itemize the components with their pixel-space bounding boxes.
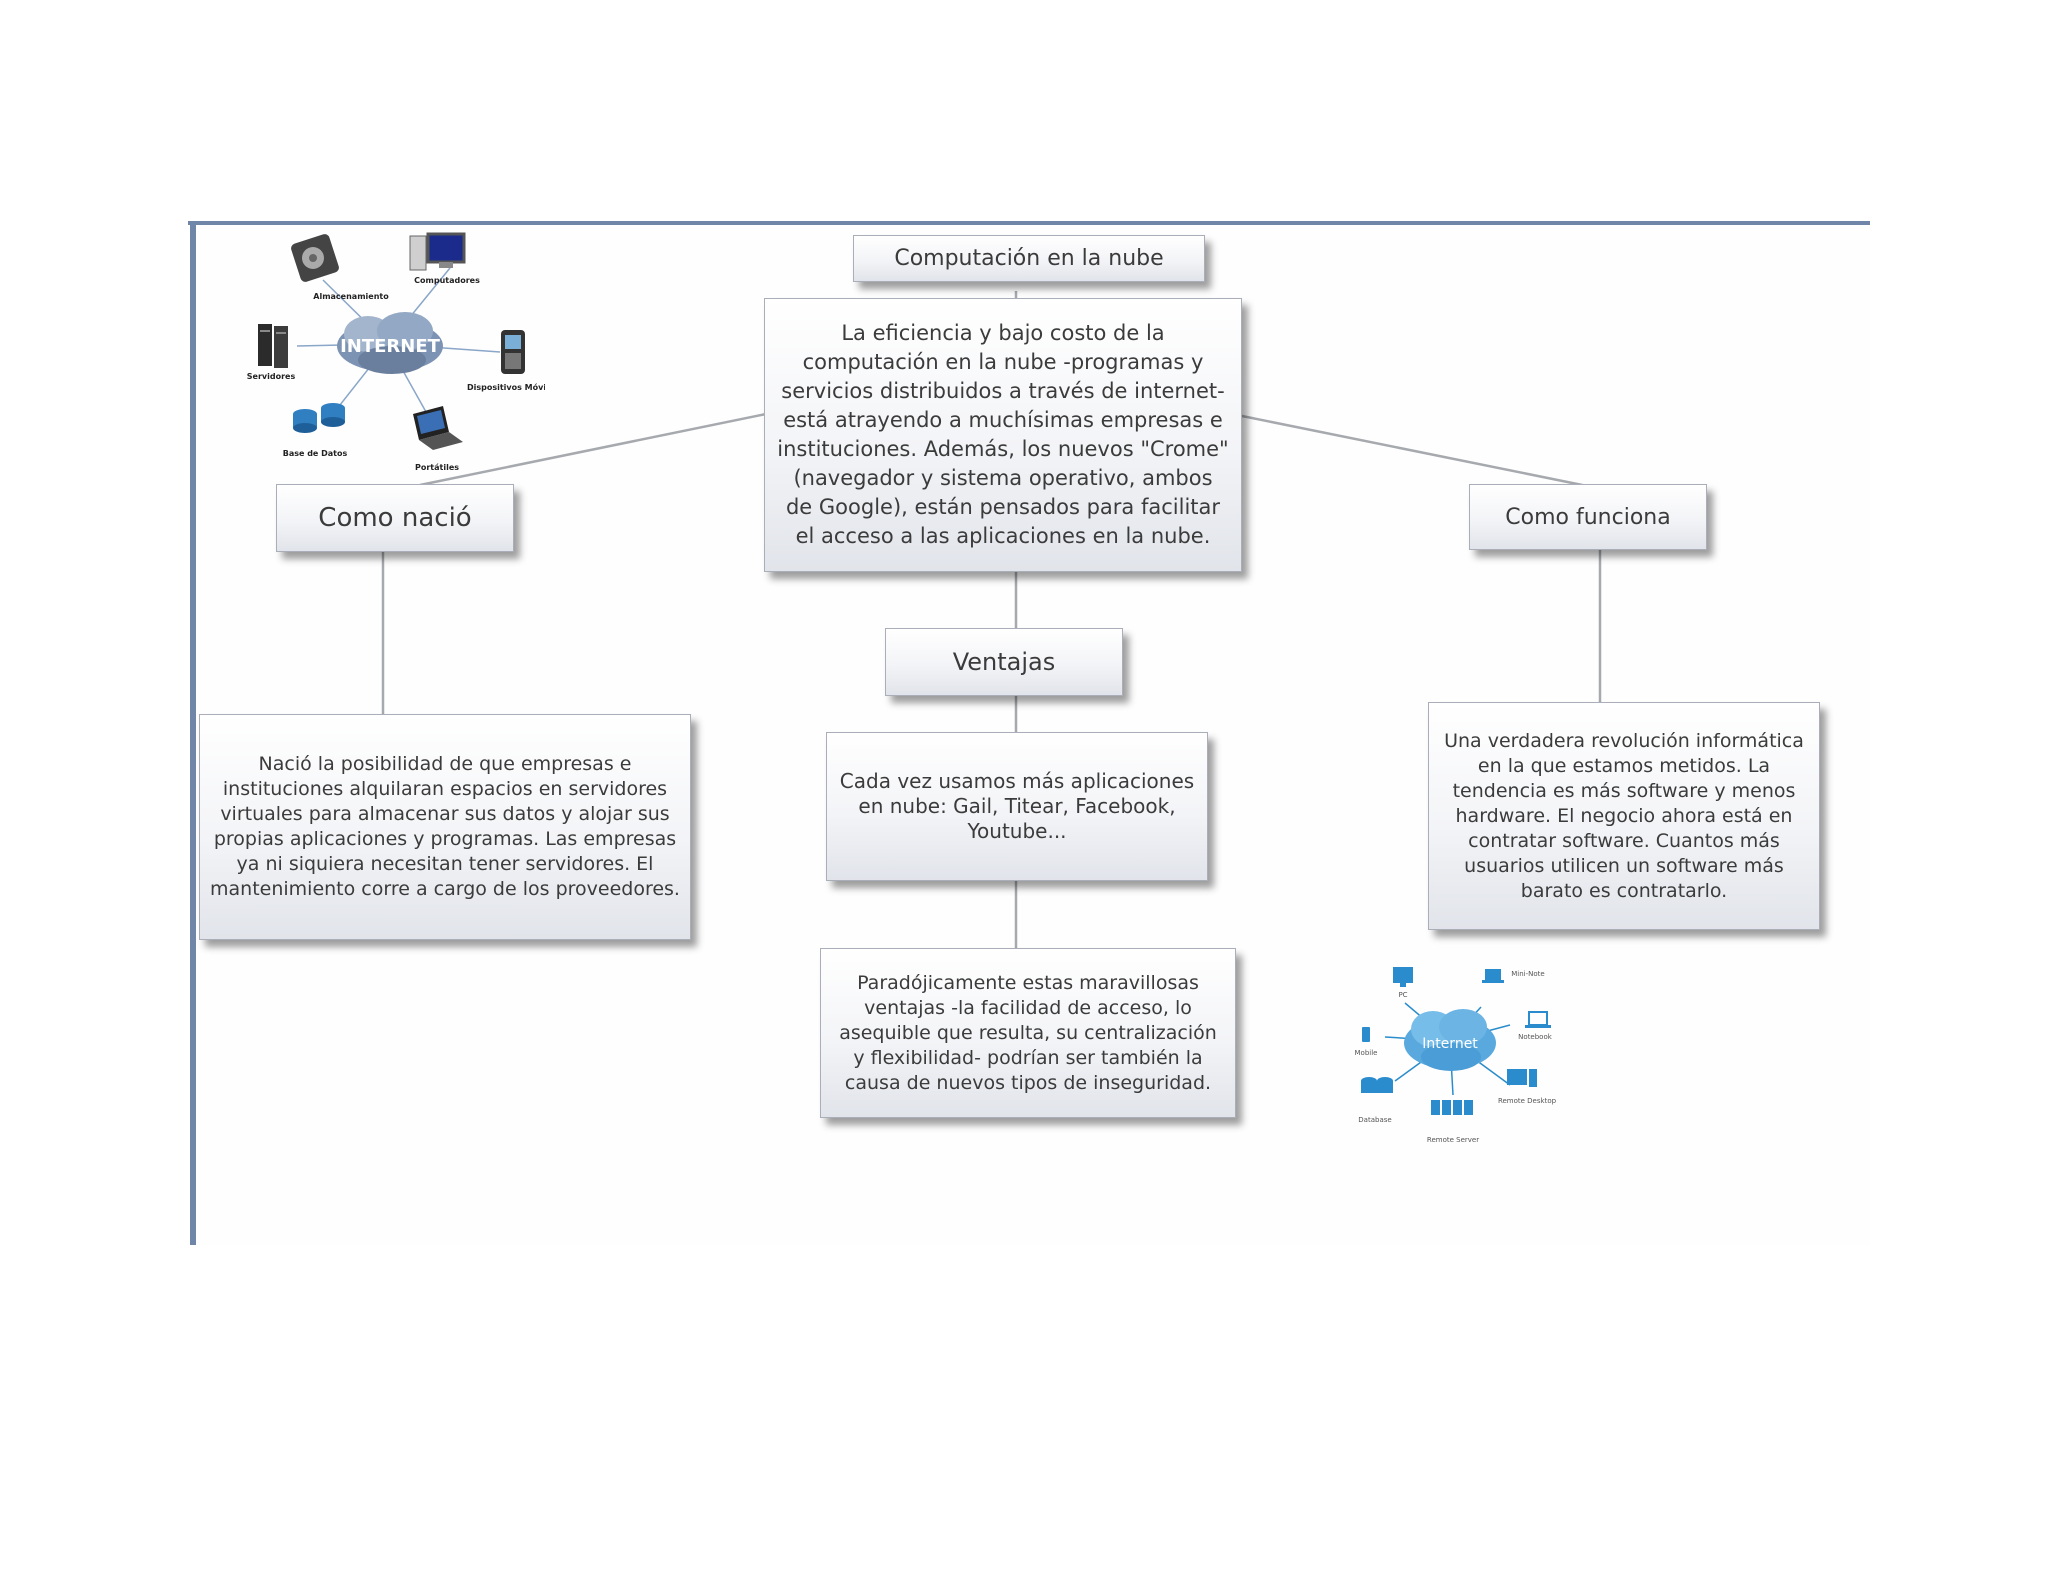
internet-network-graphic: INTERNET Almacenamiento Computadores Ser…: [247, 232, 559, 472]
cloud-icon: [1404, 1009, 1496, 1071]
remote-server-icon: [1431, 1100, 1473, 1115]
cloud-icon: [337, 312, 443, 374]
mini-note-label: Mini-Note: [1511, 970, 1544, 978]
internet-graphic-1: INTERNET Almacenamiento Computadores Ser…: [245, 228, 559, 478]
phone-icon: [501, 330, 525, 374]
main-title-box: Computación en la nube: [853, 235, 1205, 282]
pc-icon: [1393, 967, 1413, 987]
main-text: La eficiencia y bajo costo de la computa…: [777, 321, 1229, 548]
left-title-box: Como nació: [276, 484, 514, 552]
mini-note-icon: [1482, 969, 1504, 983]
left-text-box: Nació la posibilidad de que empresas e i…: [199, 714, 691, 940]
ventajas-bottom-text: Paradójicamente estas maravillosas venta…: [839, 971, 1217, 1094]
computer-icon: [409, 232, 466, 271]
internet-devices-graphic: Internet PC Mini-Note Mobile Notebook Da…: [1355, 967, 1557, 1144]
right-title-box: Como funciona: [1469, 484, 1707, 550]
ventajas-bottom-box: Paradójicamente estas maravillosas venta…: [820, 948, 1236, 1118]
ventajas-title-box: Ventajas: [885, 628, 1123, 696]
internet-graphic-2: Internet PC Mini-Note Mobile Notebook Da…: [1345, 955, 1565, 1150]
right-title: Como funciona: [1505, 504, 1671, 530]
right-text-box: Una verdadera revolución informática en …: [1428, 702, 1820, 930]
storage-label: Almacenamiento: [313, 292, 389, 301]
internet-hub-label: INTERNET: [340, 336, 441, 357]
pc-label: PC: [1398, 991, 1407, 999]
main-text-box: La eficiencia y bajo costo de la computa…: [764, 298, 1242, 572]
connector-main-left: [419, 412, 767, 487]
connector-main-right: [1241, 414, 1593, 489]
servers-label: Servidores: [247, 372, 296, 381]
ventajas-text-box: Cada vez usamos más aplicaciones en nube…: [826, 732, 1208, 881]
notebook-label: Notebook: [1518, 1033, 1553, 1041]
internet-hub-label: Internet: [1422, 1036, 1478, 1052]
remote-desktop-icon: [1507, 1069, 1537, 1087]
remote-desktop-label: Remote Desktop: [1498, 1097, 1557, 1105]
left-title: Como nació: [318, 503, 472, 533]
computers-label: Computadores: [414, 276, 480, 285]
frame-left-border: [190, 221, 196, 1245]
ventajas-text: Cada vez usamos más aplicaciones en nube…: [839, 769, 1195, 843]
server-icon: [258, 324, 288, 368]
hard-disk-icon: [291, 234, 339, 282]
database-icon: [293, 403, 345, 433]
left-text: Nació la posibilidad de que empresas e i…: [210, 753, 680, 900]
remote-server-label: Remote Server: [1427, 1136, 1479, 1144]
right-text: Una verdadera revolución informática en …: [1444, 729, 1804, 902]
laptops-label: Portátiles: [415, 463, 459, 472]
notebook-icon: [1525, 1011, 1551, 1028]
frame-top-border: [188, 221, 1870, 225]
mobile-label: Mobile: [1355, 1049, 1378, 1057]
mobile-icon: [1362, 1027, 1370, 1042]
database-icon: [1361, 1077, 1393, 1093]
main-title: Computación en la nube: [894, 246, 1164, 271]
database-label: Base de Datos: [283, 449, 348, 458]
mobile-label: Dispositivos Móviles: [467, 382, 545, 392]
database-label: Database: [1358, 1116, 1391, 1124]
ventajas-title: Ventajas: [952, 648, 1056, 676]
laptop-icon: [413, 406, 463, 450]
